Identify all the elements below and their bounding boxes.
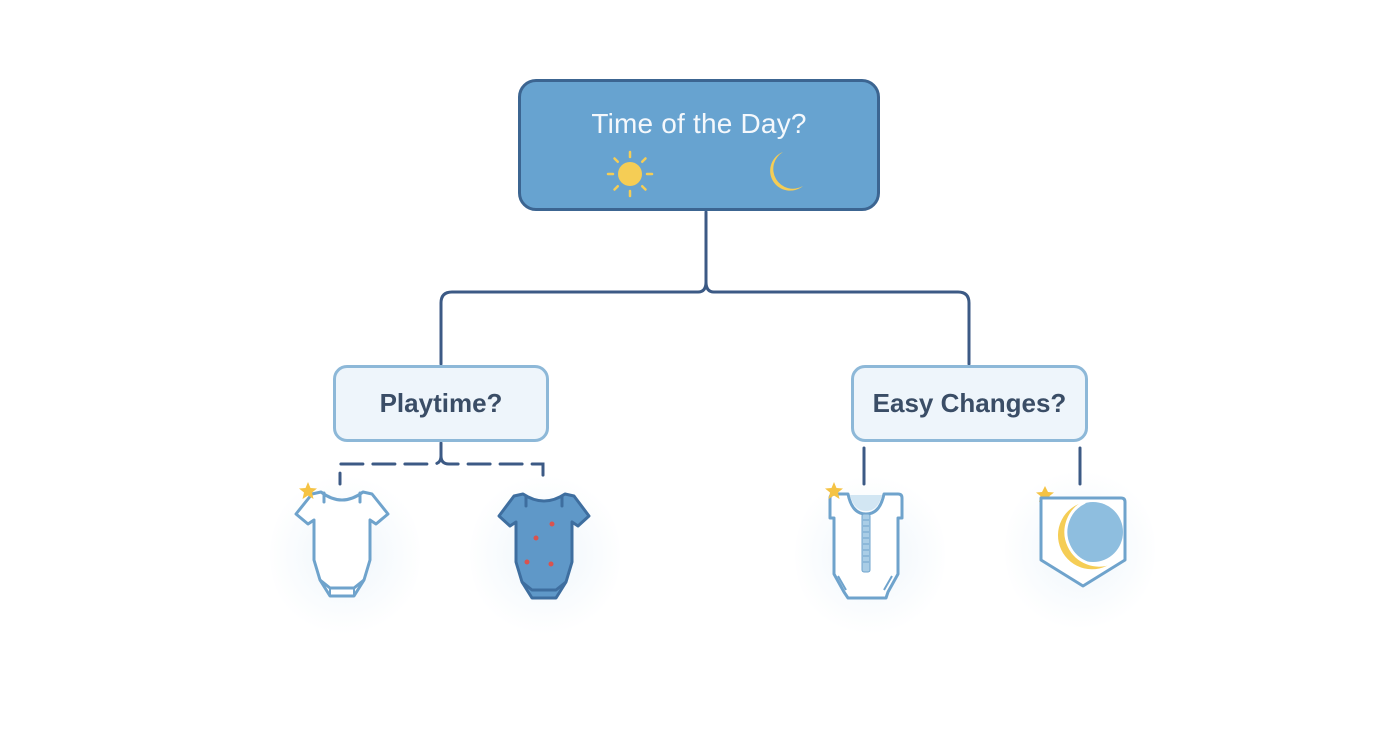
connector-root-to-easy-changes bbox=[704, 280, 971, 366]
easy-changes-label: Easy Changes? bbox=[872, 388, 1067, 418]
blue-patterned-onesie-icon bbox=[497, 492, 591, 600]
root-title: Time of the Day? bbox=[591, 108, 807, 139]
connector-playtime-left bbox=[338, 441, 443, 486]
star-icon bbox=[299, 482, 317, 499]
playtime-decision-node: Playtime? bbox=[333, 365, 549, 442]
white-onesie-icon bbox=[294, 482, 390, 598]
zip-sleeper-icon bbox=[825, 482, 904, 600]
playtime-label: Playtime? bbox=[379, 388, 503, 418]
easy-changes-decision-node: Easy Changes? bbox=[851, 365, 1088, 442]
root-decision-node: Time of the Day? bbox=[518, 79, 880, 211]
crescent-moon-icon bbox=[770, 152, 803, 191]
star-icon bbox=[825, 482, 843, 499]
connector-playtime-right bbox=[439, 454, 545, 486]
sun-icon bbox=[606, 150, 654, 198]
connector-root-to-playtime bbox=[439, 210, 708, 366]
moon-sleep-sack-icon bbox=[1036, 486, 1127, 588]
